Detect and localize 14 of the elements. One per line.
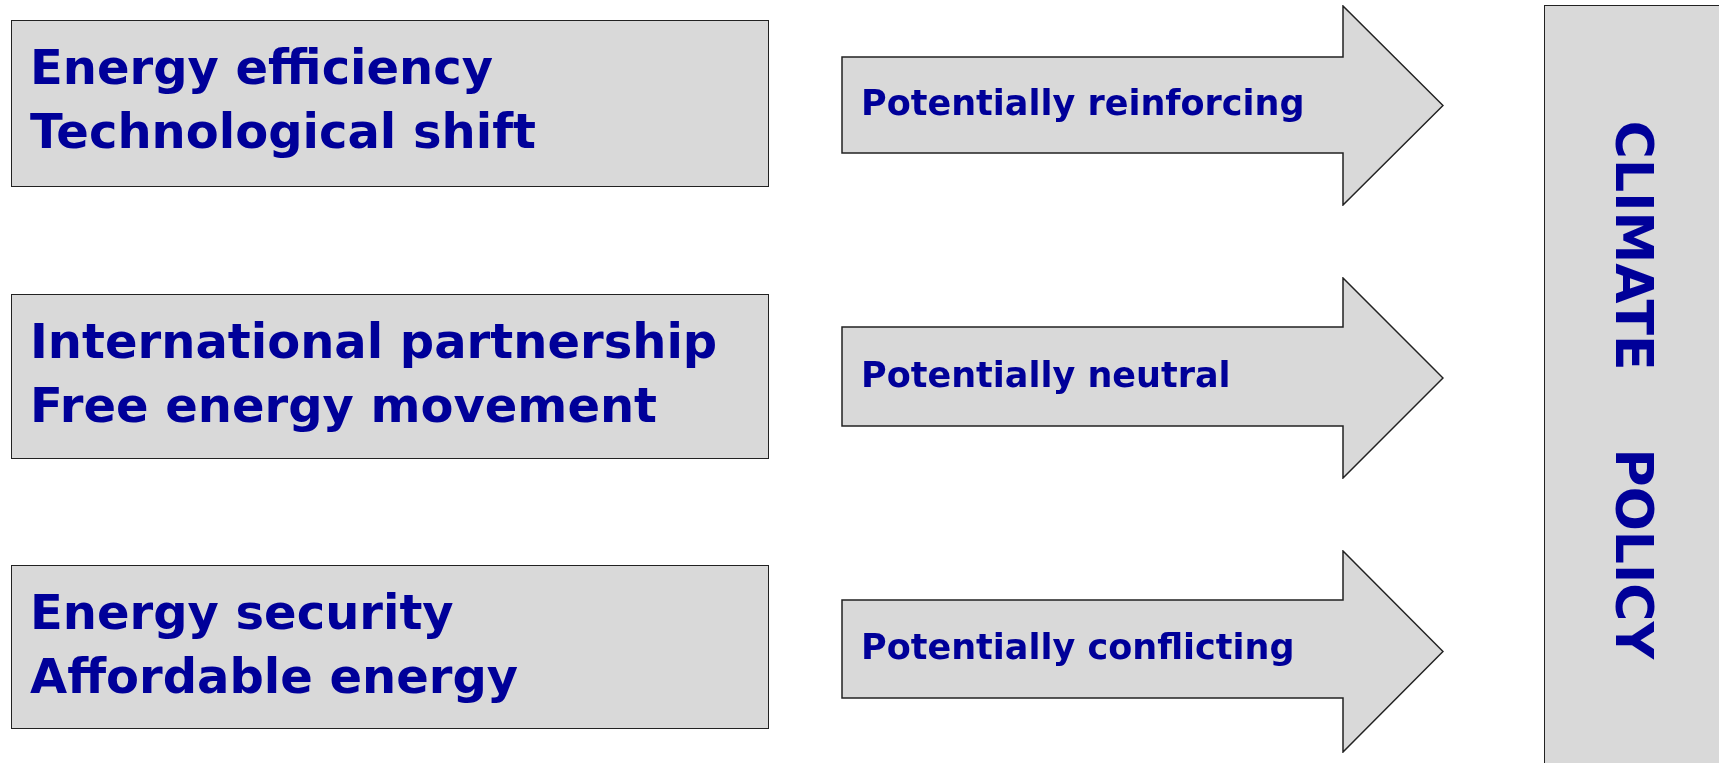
goal-text: Affordable energy [30,647,520,706]
arrow-label: Potentially reinforcing [861,83,1305,123]
arrow-label: Potentially neutral [861,354,1231,395]
vertical-title: CLIMATE POLICY [1604,120,1664,660]
goal-text: Energy security [30,583,455,642]
target-box [1544,5,1719,763]
goal-box [11,20,769,187]
goal-box [11,565,769,729]
goal-text: Free energy movement [30,376,659,435]
goal-box [11,294,769,459]
goal-text: Technological shift [30,102,537,161]
goal-text: International partnership [30,312,719,371]
goal-text: Energy efficiency [30,38,494,97]
arrow-label: Potentially conflicting [861,627,1295,667]
